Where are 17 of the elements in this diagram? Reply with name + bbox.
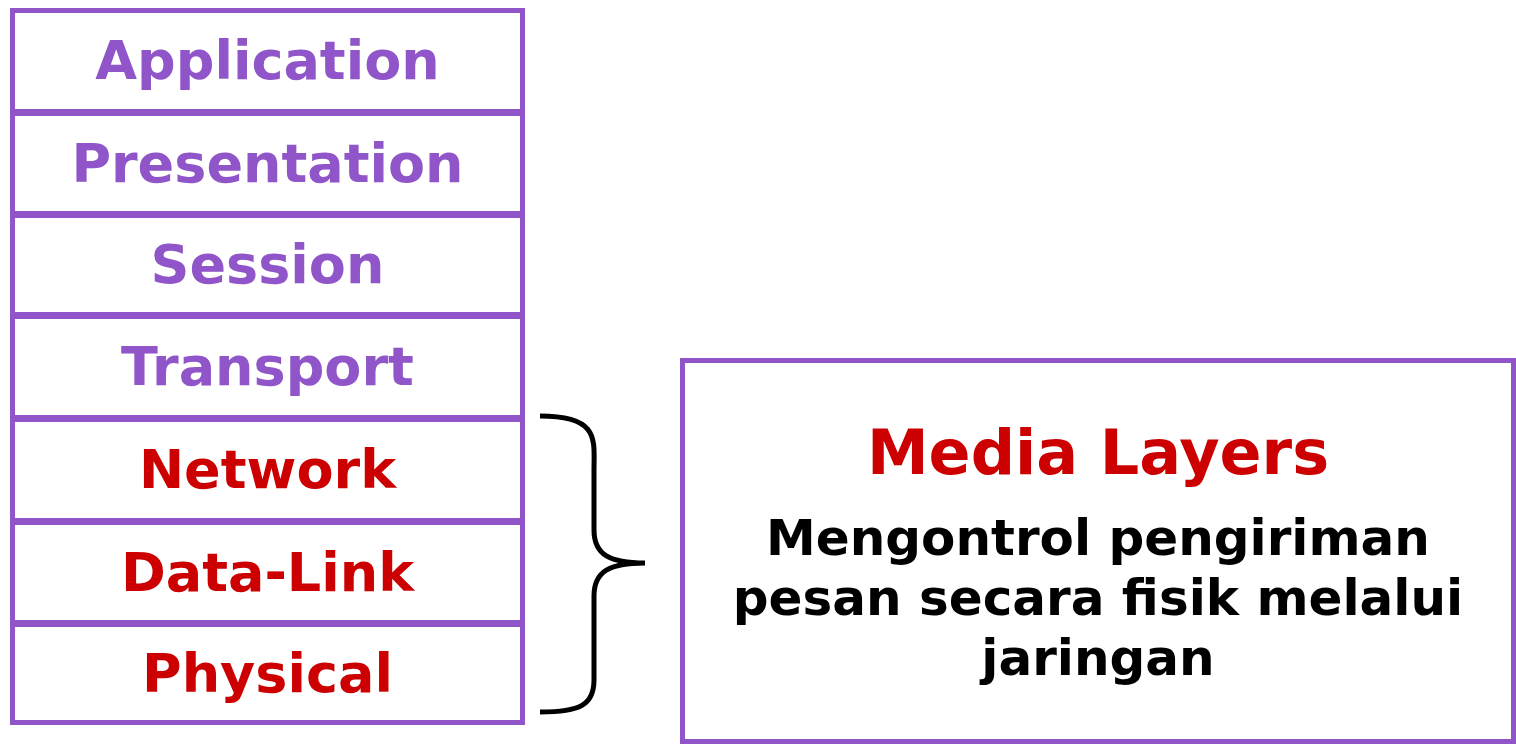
layer-label: Transport <box>121 340 414 394</box>
layer-box <box>10 417 525 523</box>
layer-box <box>10 314 525 420</box>
description-box <box>680 358 1516 744</box>
layer-label: Data-Link <box>120 545 415 600</box>
layer-box <box>10 8 525 114</box>
box-title: Media Layers <box>866 415 1330 492</box>
layer-label: Session <box>150 238 385 292</box>
layer-box <box>10 213 525 317</box>
layer-label: Physical <box>142 646 393 701</box>
description-text: Mengontrol pengiriman pesan secara fisik melalui jaringan <box>731 507 1465 688</box>
layer-box <box>10 622 525 725</box>
layer-box <box>10 111 525 216</box>
layer-label: Presentation <box>71 136 464 191</box>
layer-label: Network <box>138 443 397 497</box>
layer-box <box>10 520 525 625</box>
layer-label: Application <box>95 34 440 88</box>
